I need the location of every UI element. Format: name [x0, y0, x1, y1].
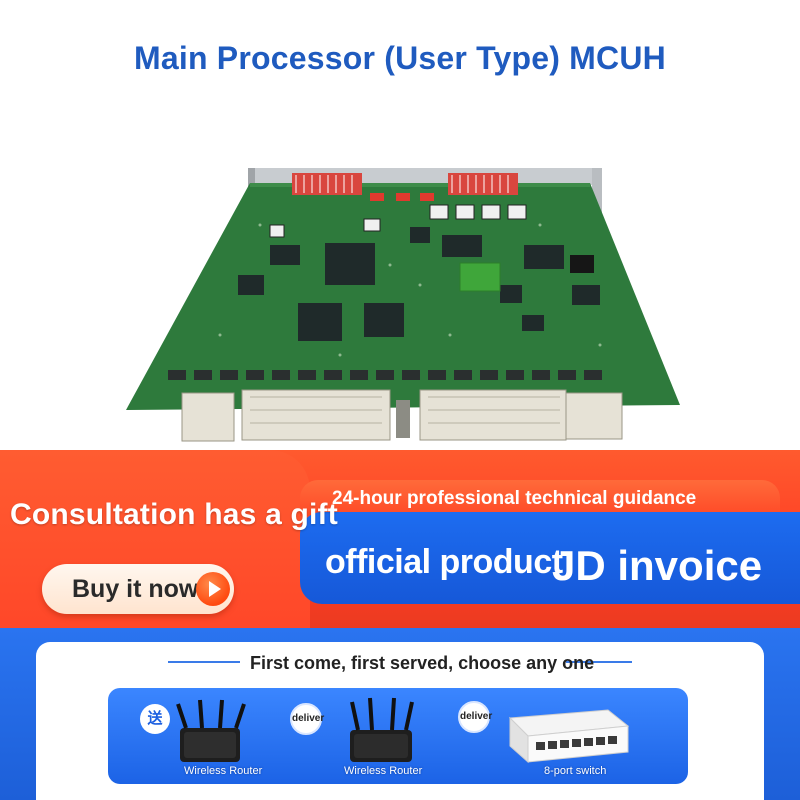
wireless-router-icon[interactable] — [350, 697, 414, 762]
gift-heading: First come, first served, choose any one — [250, 653, 595, 673]
buy-now-label: Buy it now — [72, 575, 199, 603]
network-switch-icon[interactable] — [508, 709, 630, 764]
guidance-tab — [300, 480, 780, 516]
gift-item-label-router-1: Wireless Router — [184, 765, 263, 777]
gift-badge: 送 — [140, 704, 170, 734]
official-product-text: official product — [325, 543, 563, 581]
wireless-router-icon[interactable] — [176, 699, 246, 762]
gift-item-label-switch: 8-port switch — [544, 765, 607, 777]
heading-divider-left — [168, 661, 240, 663]
deliver-badge-2: deliver — [458, 701, 492, 733]
official-band — [300, 512, 800, 604]
gift-options-strip — [108, 688, 688, 784]
deliver-badge-1: deliver — [290, 703, 324, 735]
buy-now-button[interactable]: Buy it now — [42, 564, 234, 614]
gift-item-label-router-2: Wireless Router — [344, 765, 423, 777]
page-title: Main Processor (User Type) MCUH — [134, 40, 666, 76]
consultation-gift-text: Consultation has a gift — [10, 498, 338, 531]
heading-divider-right — [566, 661, 632, 663]
processor-board-image — [120, 165, 720, 450]
jd-invoice-text: JD invoice — [552, 542, 763, 589]
play-arrow-icon — [196, 572, 230, 606]
technical-guidance-text: 24-hour professional technical guidance — [332, 488, 697, 509]
